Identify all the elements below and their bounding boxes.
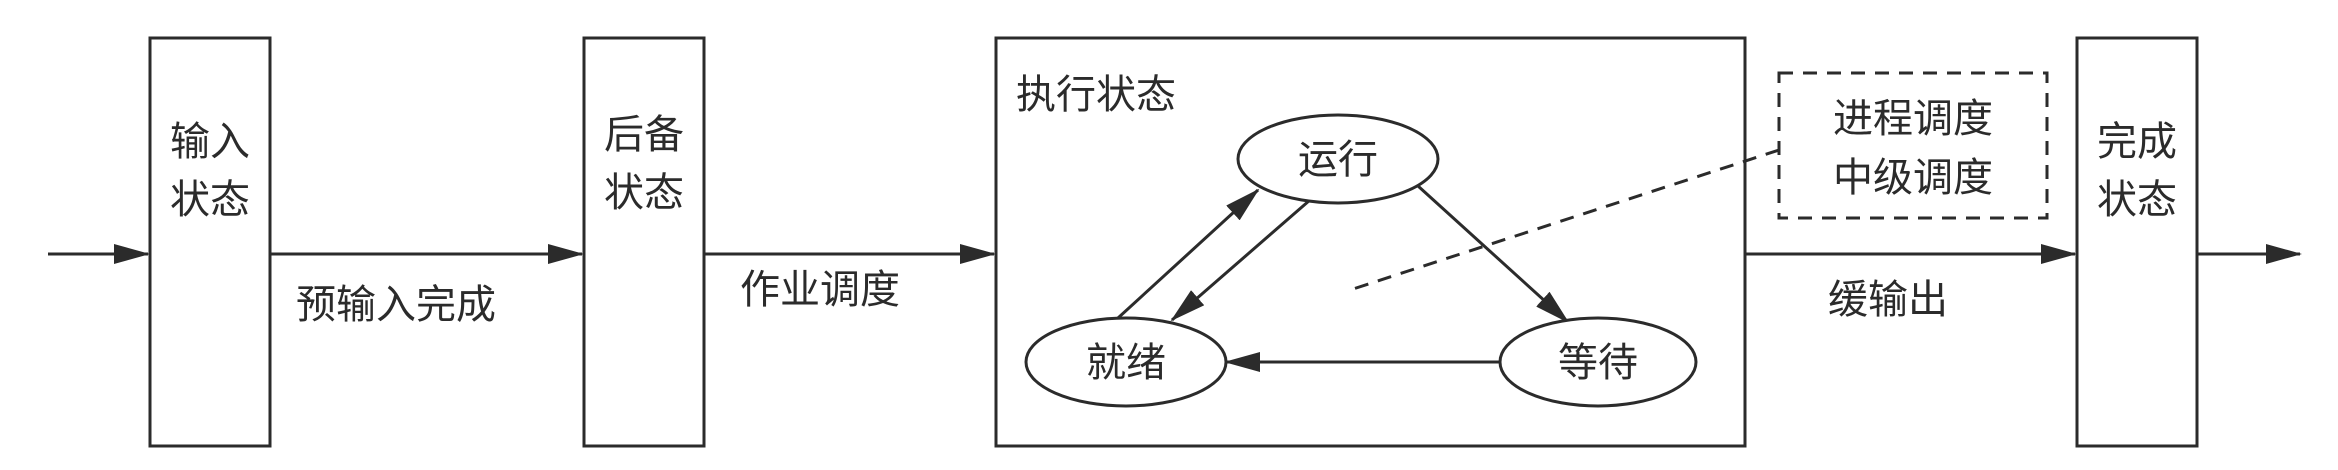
- arrow-running-to-ready: [1170, 198, 1311, 322]
- label-backup-to-execution: 作业调度: [740, 267, 900, 313]
- note-leader-line: [1349, 148, 1780, 292]
- running-state: 运行: [1236, 113, 1440, 205]
- backup-state-line2: 状态: [604, 170, 684, 216]
- complete-state-line2: 状态: [2097, 177, 2177, 223]
- backup-state-line1: 后备: [604, 112, 684, 158]
- ready-state-label: 就绪: [1086, 340, 1166, 386]
- scheduling-note-box: 进程调度 中级调度: [1777, 71, 2049, 220]
- backup-state-box: 后备 状态: [582, 36, 706, 448]
- ready-state: 就绪: [1024, 316, 1228, 408]
- running-state-label: 运行: [1298, 137, 1378, 183]
- waiting-state-label: 等待: [1558, 340, 1638, 386]
- complete-state-line1: 完成: [2097, 119, 2177, 165]
- note-line1: 进程调度: [1833, 96, 1993, 142]
- complete-state-box: 完成 状态: [2075, 36, 2199, 448]
- waiting-state: 等待: [1498, 316, 1698, 408]
- label-input-to-backup: 预输入完成: [296, 282, 496, 328]
- label-execution-to-complete: 缓输出: [1828, 277, 1948, 323]
- input-state-line1: 输入: [170, 119, 250, 165]
- input-state-line2: 状态: [170, 177, 250, 223]
- arrow-running-to-waiting: [1416, 184, 1570, 324]
- arrow-ready-to-running: [1116, 188, 1260, 320]
- note-line2: 中级调度: [1833, 155, 1993, 201]
- input-state-box: 输入 状态: [148, 36, 272, 448]
- execution-state-title: 执行状态: [1016, 72, 1176, 118]
